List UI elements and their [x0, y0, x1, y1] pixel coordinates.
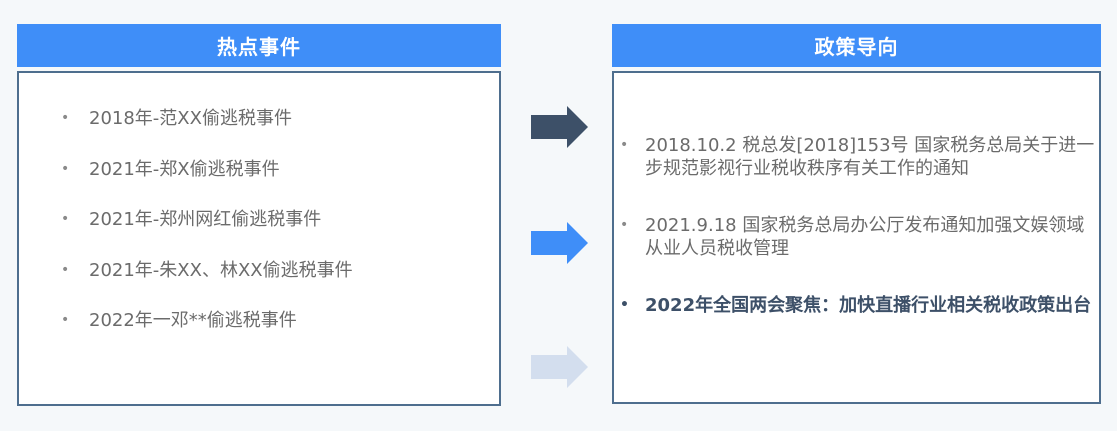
event-text: 2022年一邓**偷逃税事件 — [89, 310, 297, 331]
bullet-icon: • — [61, 211, 70, 227]
policy-text: 2022年全国两会聚焦：加快直播行业相关税收政策出台 — [645, 295, 1092, 316]
list-item: • 2021年-郑州网红偷逃税事件 — [61, 207, 353, 232]
event-text: 2021年-郑州网红偷逃税事件 — [89, 209, 322, 230]
hot-events-panel: 热点事件 • 2018年-范XX偷逃税事件 • 2021年-郑X偷逃税事件 • 202… — [17, 24, 501, 406]
policy-direction-header: 政策导向 — [612, 24, 1101, 67]
arrow-right-light-icon — [531, 346, 588, 388]
list-item: • 2018.10.2 税总发[2018]153号 国家税务总局关于进一步规范影视… — [617, 134, 1101, 180]
bullet-icon: • — [620, 217, 629, 233]
event-text: 2018年-范XX偷逃税事件 — [89, 108, 292, 129]
hot-events-list: • 2018年-范XX偷逃税事件 • 2021年-郑X偷逃税事件 • 2021年-郑州… — [61, 106, 353, 359]
list-item: • 2021年-朱XX、林XX偷逃税事件 — [61, 258, 353, 283]
arrow-right-dark-icon — [531, 106, 588, 148]
policy-text: 2021.9.18 国家税务总局办公厅发布通知加强文娱领域从业人员税收管理 — [645, 215, 1085, 259]
bullet-icon: • — [61, 312, 70, 328]
list-item: • 2021年-郑X偷逃税事件 — [61, 157, 353, 182]
policy-direction-box: • 2018.10.2 税总发[2018]153号 国家税务总局关于进一步规范影视… — [612, 71, 1101, 404]
bullet-icon: • — [620, 137, 629, 153]
hot-events-header: 热点事件 — [17, 24, 501, 67]
event-text: 2021年-郑X偷逃税事件 — [89, 158, 280, 180]
hot-events-box: • 2018年-范XX偷逃税事件 • 2021年-郑X偷逃税事件 • 2021年-郑州… — [17, 71, 501, 406]
event-text: 2021年-朱XX、林XX偷逃税事件 — [89, 259, 353, 281]
policy-list: • 2018.10.2 税总发[2018]153号 国家税务总局关于进一步规范影视… — [617, 134, 1101, 317]
policy-direction-panel: 政策导向 • 2018.10.2 税总发[2018]153号 国家税务总局关于进一… — [612, 24, 1101, 406]
bullet-icon: • — [61, 110, 70, 126]
list-item: • 2021.9.18 国家税务总局办公厅发布通知加强文娱领域从业人员税收管理 — [617, 214, 1101, 260]
list-item: • 2022年一邓**偷逃税事件 — [61, 308, 353, 333]
bullet-icon: • — [620, 297, 629, 313]
policy-text: 2018.10.2 税总发[2018]153号 国家税务总局关于进一步规范影视行… — [645, 135, 1095, 179]
bullet-icon: • — [61, 261, 70, 278]
bullet-icon: • — [61, 160, 70, 177]
list-item: • 2018年-范XX偷逃税事件 — [61, 106, 353, 131]
list-item: • 2022年全国两会聚焦：加快直播行业相关税收政策出台 — [617, 294, 1101, 317]
arrow-right-blue-icon — [531, 222, 588, 264]
